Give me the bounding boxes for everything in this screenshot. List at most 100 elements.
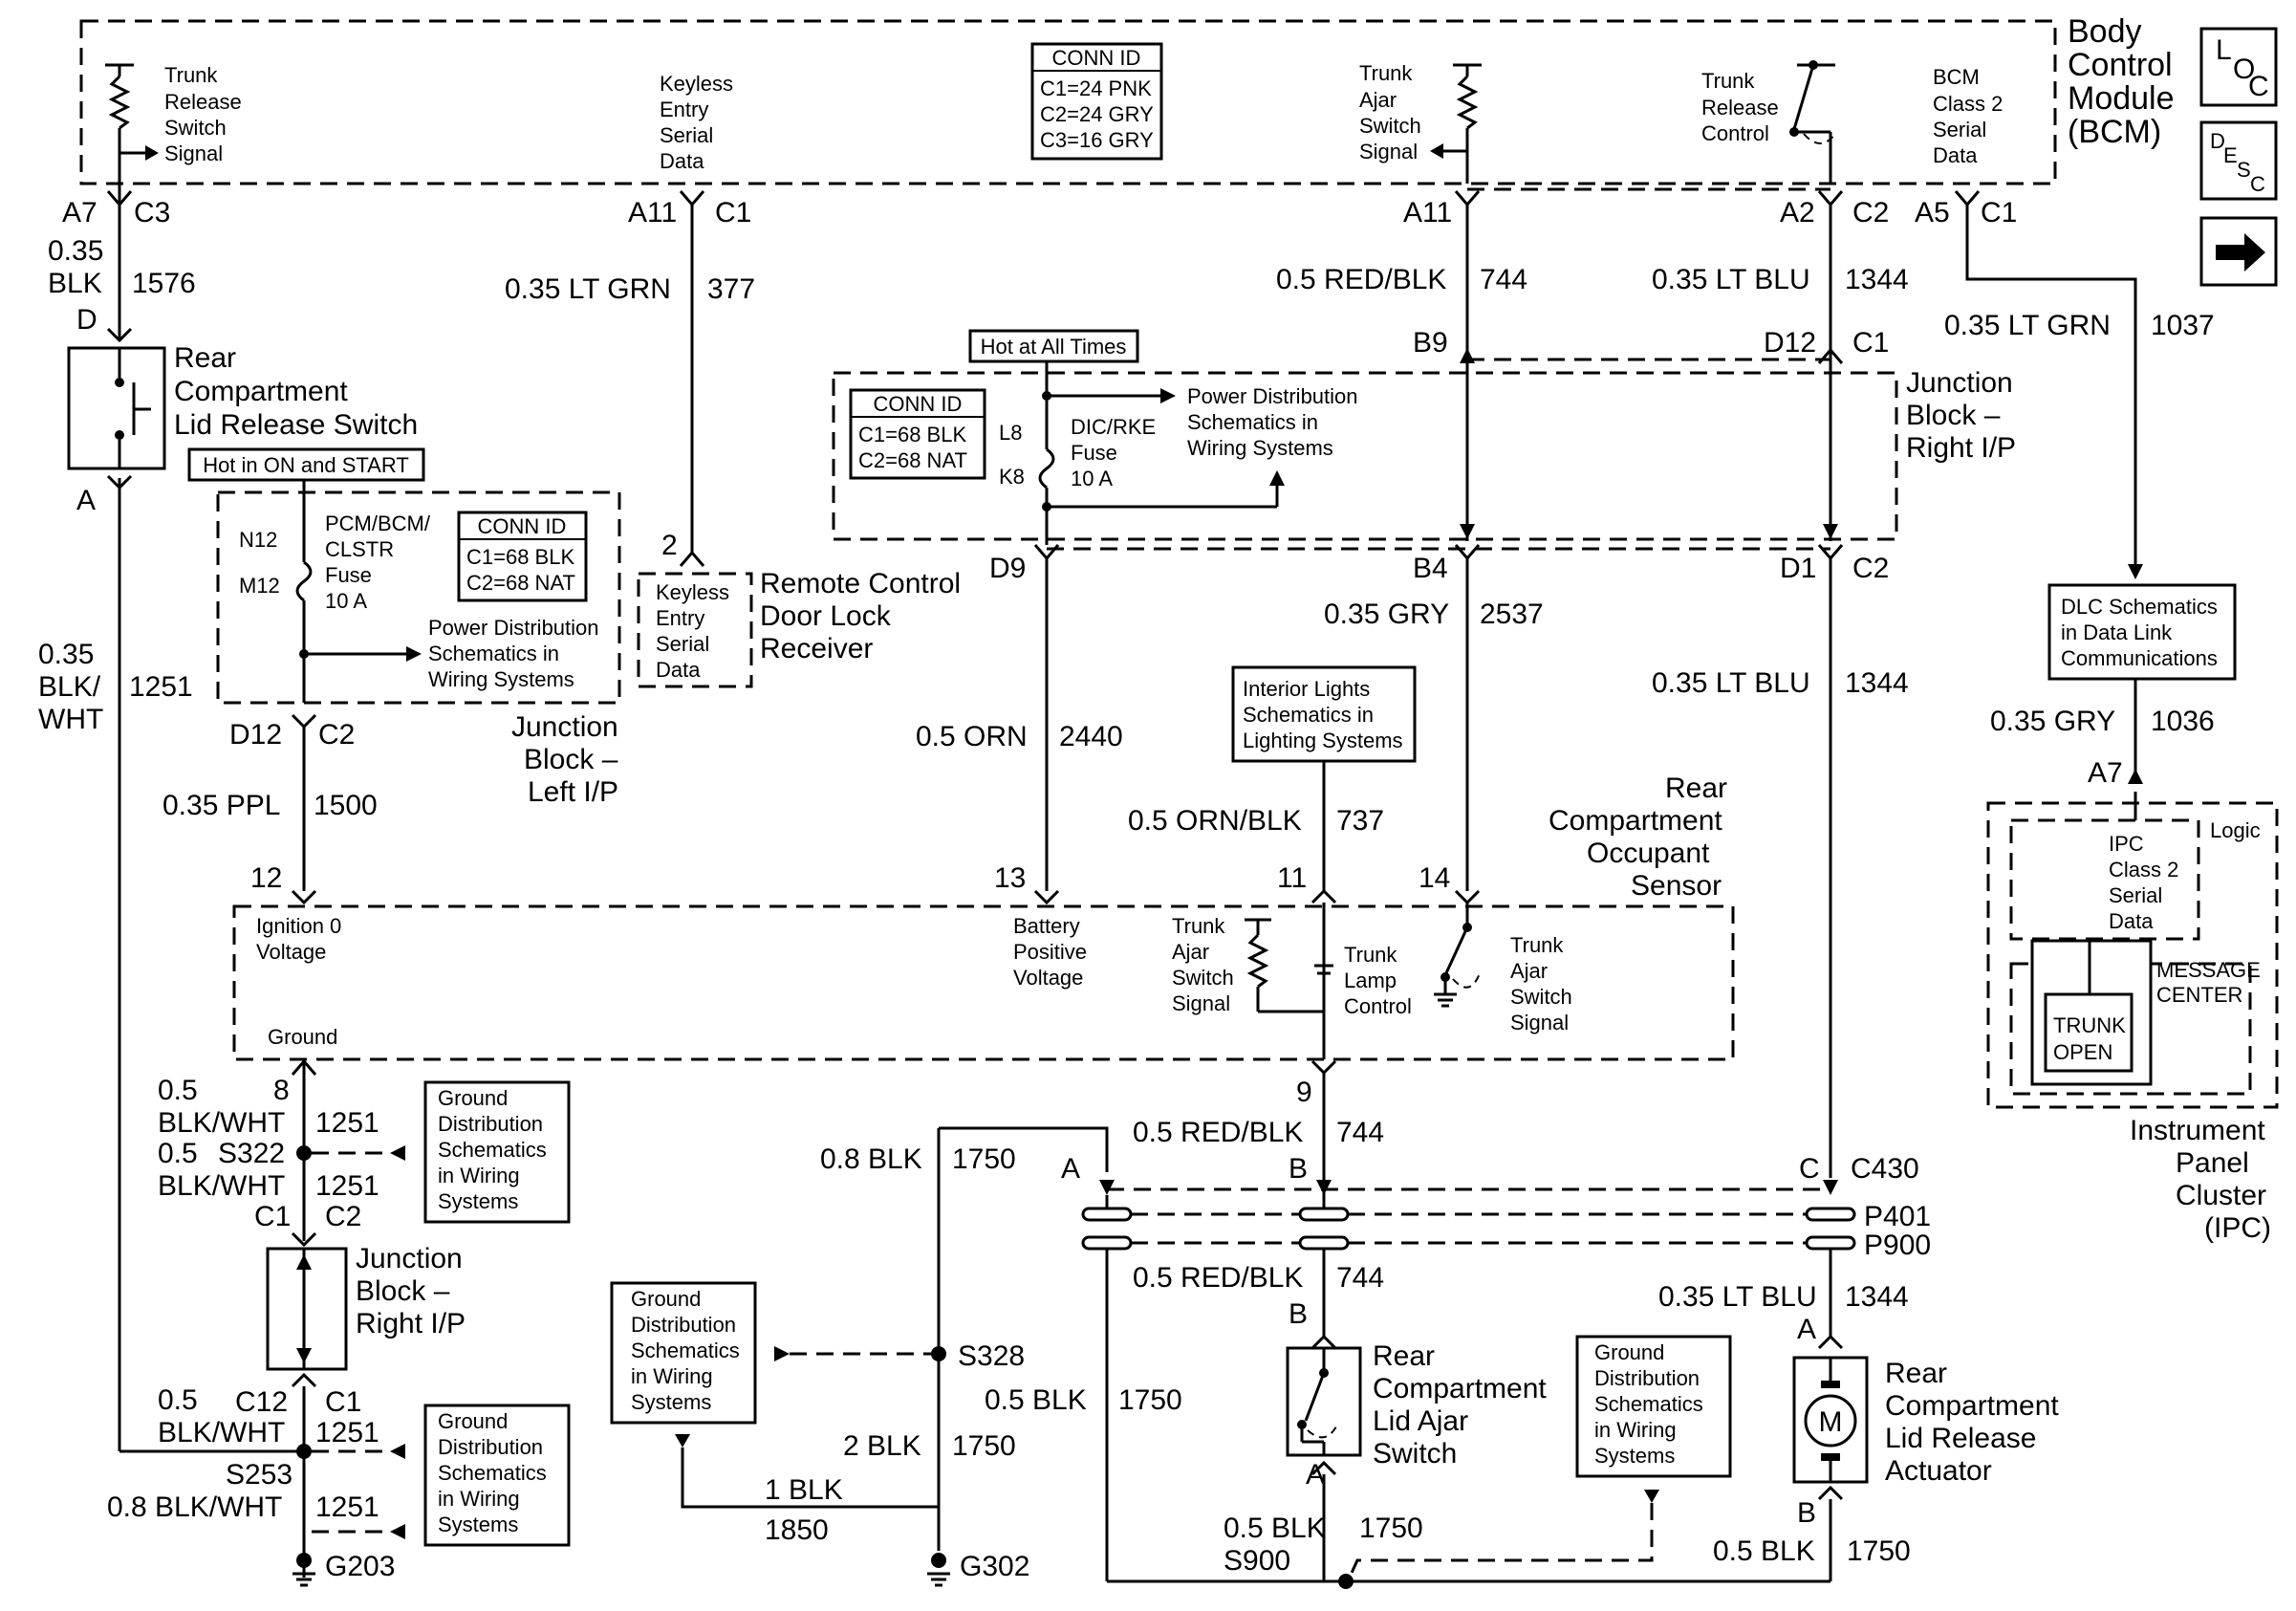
svg-text:Schematics in: Schematics in	[1243, 703, 1374, 727]
svg-text:Voltage: Voltage	[256, 940, 326, 964]
rear-compartment-lid-release-actuator: M Rear Compartment Lid Release Actuator	[1792, 1356, 2059, 1487]
svg-text:0.35 LT BLU: 0.35 LT BLU	[1652, 667, 1810, 699]
svg-text:Systems: Systems	[1594, 1444, 1675, 1468]
ground-distribution-box-2[interactable]: Ground Distribution Schematics in Wiring…	[423, 1404, 571, 1547]
svg-text:A: A	[1797, 1314, 1816, 1345]
ground-distribution-box-3[interactable]: Ground Distribution Schematics in Wiring…	[610, 1281, 757, 1425]
svg-text:C2=24 GRY: C2=24 GRY	[1040, 102, 1154, 126]
svg-text:1750: 1750	[1359, 1513, 1423, 1544]
hot-in-on-and-start: Hot in ON and START	[187, 447, 425, 482]
rcos-name: Rear Compartment Occupant Sensor	[1549, 773, 1735, 902]
svg-text:P401: P401	[1864, 1201, 1931, 1232]
svg-text:Lighting Systems: Lighting Systems	[1243, 729, 1403, 752]
ipc-class2-label: IPC Class 2 Serial Data	[2109, 832, 2184, 933]
svg-text:B4: B4	[1413, 553, 1448, 584]
svg-text:0.5 BLK: 0.5 BLK	[1713, 1535, 1815, 1567]
svg-text:C1: C1	[254, 1201, 291, 1232]
svg-text:M12: M12	[239, 574, 280, 598]
interior-lights-box[interactable]: Interior Lights Schematics in Lighting S…	[1231, 665, 1417, 763]
svg-text:Ground: Ground	[268, 1025, 337, 1049]
svg-text:S322: S322	[218, 1138, 285, 1169]
wire-1251b-gauge: 0.5 BLK/WHT	[158, 1138, 285, 1202]
wire-1576-gauge: 0.35 BLK	[48, 235, 112, 299]
svg-text:Systems: Systems	[438, 1189, 518, 1213]
svg-text:1750: 1750	[952, 1143, 1016, 1175]
svg-text:0.35 LT BLU: 0.35 LT BLU	[1652, 264, 1810, 295]
svg-text:Systems: Systems	[438, 1513, 518, 1536]
svg-text:Logic: Logic	[2210, 818, 2261, 842]
svg-text:S900: S900	[1224, 1545, 1290, 1577]
svg-text:C1=24 PNK: C1=24 PNK	[1040, 76, 1152, 100]
svg-text:D9: D9	[989, 553, 1026, 584]
svg-text:S328: S328	[958, 1340, 1025, 1372]
svg-text:Switch: Switch	[1510, 985, 1572, 1009]
svg-text:Switch: Switch	[1172, 966, 1234, 990]
svg-text:A: A	[1306, 1459, 1325, 1491]
svg-text:A: A	[1061, 1153, 1080, 1185]
svg-text:CONN ID: CONN ID	[874, 392, 963, 416]
rear-compartment-occupant-sensor: Ignition 0 Voltage Battery Positive Volt…	[232, 888, 1735, 1061]
rcdlr-name: Remote Control Door Lock Receiver	[760, 568, 968, 664]
desc-icon[interactable]: D E S C	[2199, 120, 2278, 201]
svg-text:C2: C2	[325, 1201, 361, 1232]
svg-text:C1: C1	[715, 197, 751, 229]
svg-text:Trunk: Trunk	[1510, 933, 1564, 957]
svg-text:0.35 GRY: 0.35 GRY	[1324, 599, 1449, 630]
instrument-panel-cluster: Logic IPC Class 2 Serial Data MESSAGE CE…	[1986, 792, 2279, 1244]
svg-text:1850: 1850	[765, 1514, 829, 1546]
svg-text:Systems: Systems	[631, 1390, 711, 1414]
svg-text:Schematics: Schematics	[438, 1461, 547, 1485]
rear-compartment-lid-release-switch: Rear Compartment Lid Release Switch	[67, 342, 418, 470]
jb-right-lower-label: Junction Block – Right I/P	[356, 1243, 470, 1339]
svg-text:744: 744	[1336, 1262, 1384, 1294]
svg-text:1344: 1344	[1845, 264, 1909, 295]
svg-text:0.5 RED/BLK: 0.5 RED/BLK	[1133, 1117, 1303, 1148]
svg-text:9: 9	[1296, 1077, 1312, 1108]
arrow-right-icon[interactable]	[2199, 216, 2278, 287]
svg-text:C2: C2	[1852, 197, 1889, 229]
svg-text:0.35 LT BLU: 0.35 LT BLU	[1658, 1281, 1817, 1313]
svg-text:1 BLK: 1 BLK	[765, 1474, 843, 1506]
svg-text:A11: A11	[1403, 197, 1452, 229]
bcm-class2-serial-data-label: BCM Class 2 Serial Data	[1933, 65, 2008, 167]
svg-text:C2: C2	[1852, 553, 1889, 584]
svg-text:Communications: Communications	[2061, 646, 2218, 670]
svg-text:0.5 BLK: 0.5 BLK	[1224, 1513, 1326, 1544]
svg-text:P900: P900	[1864, 1230, 1931, 1261]
svg-text:K8: K8	[999, 465, 1025, 489]
svg-text:1037: 1037	[2151, 310, 2215, 341]
svg-text:Interior Lights: Interior Lights	[1243, 677, 1370, 701]
trunk-release-switch-signal-label: Trunk Release Switch Signal	[164, 63, 248, 165]
svg-text:2440: 2440	[1059, 721, 1123, 752]
svg-text:0.5 RED/BLK: 0.5 RED/BLK	[1133, 1262, 1303, 1294]
svg-text:CONN ID: CONN ID	[1052, 46, 1141, 70]
svg-text:0.35 GRY: 0.35 GRY	[1990, 706, 2115, 737]
svg-text:C2=68 NAT: C2=68 NAT	[858, 448, 967, 472]
loc-icon[interactable]: L O C	[2199, 27, 2278, 107]
svg-text:Ajar: Ajar	[1172, 940, 1209, 964]
svg-text:1251: 1251	[315, 1491, 379, 1523]
svg-text:in Wiring: in Wiring	[1594, 1418, 1677, 1442]
svg-text:12: 12	[250, 862, 282, 894]
svg-text:D: D	[76, 304, 97, 336]
svg-text:N12: N12	[239, 528, 277, 552]
svg-text:Signal: Signal	[1510, 1011, 1569, 1034]
connector-p900: P900	[1081, 1230, 1931, 1261]
ground-distribution-box-1[interactable]: Ground Distribution Schematics in Wiring…	[423, 1080, 571, 1224]
svg-text:1750: 1750	[1118, 1384, 1182, 1416]
svg-text:8: 8	[273, 1075, 290, 1106]
svg-text:C: C	[2250, 172, 2265, 196]
remote-control-door-lock-receiver: Keyless Entry Serial Data Remote Control…	[637, 568, 968, 688]
ground-g203: G203	[292, 1551, 395, 1587]
svg-text:0.35 LT GRN: 0.35 LT GRN	[505, 273, 671, 305]
ground-distribution-box-4[interactable]: Ground Distribution Schematics in Wiring…	[1575, 1335, 1732, 1478]
svg-text:Ground: Ground	[631, 1287, 701, 1311]
wire-1576-circuit: 1576	[132, 268, 196, 299]
svg-text:L8: L8	[999, 421, 1022, 445]
dlc-schematics-box[interactable]: DLC Schematics in Data Link Communicatio…	[2047, 583, 2237, 681]
svg-text:377: 377	[707, 273, 755, 305]
svg-text:Ground: Ground	[1594, 1340, 1664, 1364]
jbr-name: Junction Block – Right I/P	[1906, 367, 2021, 464]
svg-text:in Data Link: in Data Link	[2061, 620, 2173, 644]
ipc-name: Instrument Panel Cluster (IPC)	[2130, 1115, 2274, 1244]
